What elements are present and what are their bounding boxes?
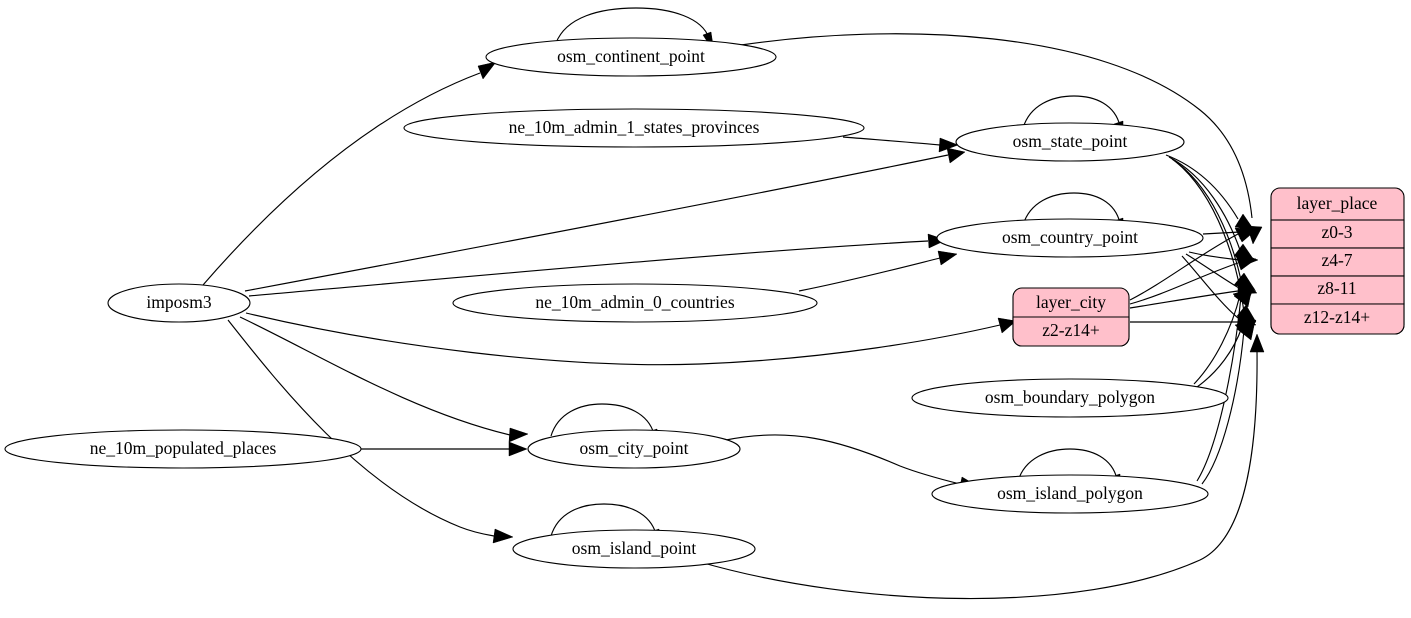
node-shape-osm_continent_point[interactable] xyxy=(485,37,777,77)
self-loop-osm-state-point xyxy=(1022,95,1121,129)
node-shape-osm_island_point[interactable] xyxy=(512,529,756,569)
node-shape-osm_city_point[interactable] xyxy=(527,429,741,469)
record-row-layer_place-z12[interactable] xyxy=(1270,303,1405,335)
record-row-layer_city-z2[interactable] xyxy=(1012,316,1130,347)
record-node-layer_city[interactable]: layer_city z2-z14+ xyxy=(1012,287,1130,347)
node-osm_island_polygon[interactable]: osm_island_polygon xyxy=(931,474,1209,514)
node-shape-osm_boundary_polygon[interactable] xyxy=(911,378,1229,418)
record-row-layer_place-z8-11[interactable] xyxy=(1270,275,1405,305)
self-loop-osm-island-polygon xyxy=(1017,448,1118,482)
node-osm_country_point[interactable]: osm_country_point xyxy=(936,218,1204,258)
node-osm_city_point[interactable]: osm_city_point xyxy=(527,429,741,469)
node-ne_10m_admin_1_states_provinces[interactable]: ne_10m_admin_1_states_provinces xyxy=(403,108,865,148)
arrowhead-osm_island_point-to-layer_place xyxy=(1249,333,1265,353)
arrowhead-osm_island_polygon-z8-11 xyxy=(1233,287,1253,308)
arrowhead-imposm3-to-osm_island_point xyxy=(492,528,514,544)
arrowhead-ne_admin0-to-osm_country_point xyxy=(937,250,958,266)
arrowhead-ne_admin1-to-osm_state_point xyxy=(938,137,959,153)
edge-layer_city-to-layer_place-z8-11 xyxy=(1129,290,1239,309)
node-shape-imposm3[interactable] xyxy=(107,283,251,323)
edge-imposm3-to-osm_island_point xyxy=(227,319,495,537)
edge-osm_country_point-to-layer_place-z4-7 xyxy=(1188,251,1241,261)
node-ne_10m_populated_places[interactable]: ne_10m_populated_places xyxy=(4,429,362,469)
arrowhead-imposm3-to-layer_city xyxy=(997,317,1017,334)
edge-osm_country_point-to-layer_place-z8-11 xyxy=(1185,253,1240,289)
node-osm_state_point[interactable]: osm_state_point xyxy=(955,122,1185,162)
arrowhead-imposm3-to-osm_continent_point xyxy=(477,61,497,80)
edge-osm_boundary_polygon-to-layer_place-z8-11 xyxy=(1193,294,1241,385)
edge-imposm3-to-layer_city xyxy=(245,312,1001,366)
arrowhead-layer_city-z4-7 xyxy=(1235,255,1257,271)
record-node-layer_place[interactable]: layer_place z0-3 z4-7 z8-11 z12-z14+ xyxy=(1270,187,1405,335)
arrowhead-osm_island_polygon-z12 xyxy=(1236,320,1256,341)
node-osm_continent_point[interactable]: osm_continent_point xyxy=(485,37,777,77)
edge-imposm3-to-osm_country_point xyxy=(248,240,929,297)
self-loop-osm-continent-point xyxy=(555,7,710,44)
node-shape-ne_10m_admin_0_countries[interactable] xyxy=(452,283,818,323)
edge-layer_city-to-layer_place-z0-3 xyxy=(1129,233,1239,301)
edge-layer_city-to-layer_place-z4-7 xyxy=(1129,262,1239,305)
node-shape-osm_country_point[interactable] xyxy=(936,218,1204,258)
self-loop-osm-city-point xyxy=(550,403,655,437)
node-shape-osm_state_point[interactable] xyxy=(955,122,1185,162)
edge-osm_city_point-to-osm_island_polygon xyxy=(725,434,961,485)
self-loop-osm-country-point xyxy=(1022,192,1121,226)
arrowhead-imposm3-to-osm_city_point xyxy=(508,427,529,443)
edge-osm_country_point-to-layer_place-z0-3 xyxy=(1202,231,1241,235)
node-osm_island_point[interactable]: osm_island_point xyxy=(512,529,756,569)
edge-osm_state_point-to-layer_place-z4-7 xyxy=(1168,156,1241,251)
edge-osm_island_point-to-layer_place xyxy=(699,349,1258,600)
edge-osm_continent_point-to-layer_place xyxy=(740,33,1253,219)
node-shape-ne_10m_populated_places[interactable] xyxy=(4,429,362,469)
self-loop-osm-island-point xyxy=(550,503,657,537)
edge-imposm3-to-osm_continent_point xyxy=(202,72,481,286)
arrowhead-imposm3-to-osm_state_point xyxy=(946,147,966,164)
node-shape-osm_island_polygon[interactable] xyxy=(931,474,1209,514)
record-row-layer_place-z0-3[interactable] xyxy=(1270,219,1405,249)
edge-ne_10m_admin_0_countries-to-osm_country_point xyxy=(798,257,941,292)
arrowhead-layer_city-z0-3 xyxy=(1234,227,1257,243)
arrowhead-ne_populated-to-osm_city_point xyxy=(508,441,528,457)
edge-osm_island_polygon-to-layer_place-z12 xyxy=(1201,329,1245,485)
edge-osm_state_point-to-layer_place-z8-11 xyxy=(1171,158,1242,281)
node-shape-ne_10m_admin_1_states_provinces[interactable] xyxy=(403,108,865,148)
edge-imposm3-to-osm_state_point xyxy=(244,154,949,292)
node-osm_boundary_polygon[interactable]: osm_boundary_polygon xyxy=(911,378,1229,418)
node-imposm3[interactable]: imposm3 xyxy=(107,283,251,323)
node-ne_10m_admin_0_countries[interactable]: ne_10m_admin_0_countries xyxy=(452,283,818,323)
edge-osm_country_point-to-layer_place-z12 xyxy=(1181,255,1239,319)
edge-osm_state_point-to-layer_place-z0-3 xyxy=(1165,154,1239,220)
edge-osm_boundary_polygon-to-layer_place-z12 xyxy=(1196,326,1243,388)
edge-ne_10m_admin_1_states_provinces-to-osm_state_point xyxy=(842,136,941,146)
edge-imposm3-to-osm_city_point xyxy=(239,316,511,436)
record-row-layer_place-z4-7[interactable] xyxy=(1270,247,1405,277)
